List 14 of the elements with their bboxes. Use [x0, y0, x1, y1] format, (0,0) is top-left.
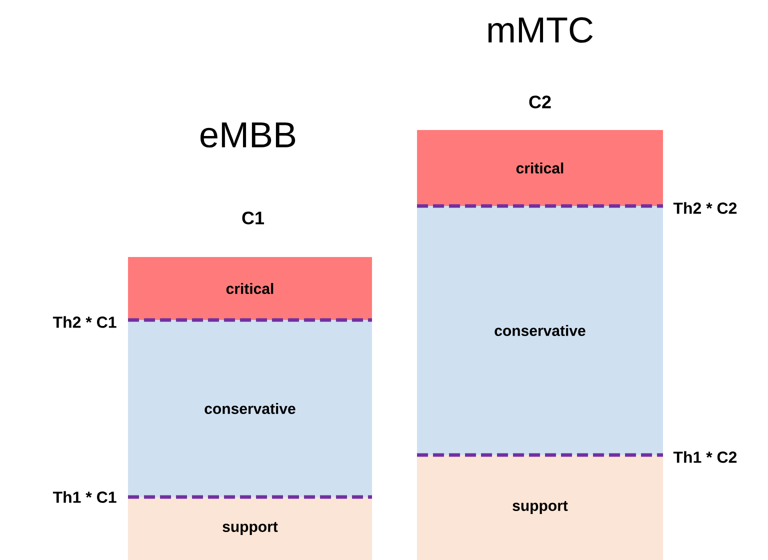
threshold-label: Th1 * C1	[52, 491, 116, 503]
band-block: support	[417, 455, 663, 560]
capacity-label: C2	[529, 96, 551, 108]
band-block: conservative	[417, 206, 663, 455]
column-title: mMTC	[488, 17, 593, 43]
threshold-label: Th2 * C2	[673, 202, 737, 214]
column-title: eMBB	[200, 122, 296, 148]
band-block: conservative	[128, 320, 372, 497]
band-block: support	[128, 497, 372, 560]
threshold-label: Th2 * C1	[52, 316, 116, 328]
capacity-label: C1	[242, 212, 264, 224]
band-block: critical	[417, 130, 663, 206]
threshold-label: Th1 * C2	[673, 451, 737, 463]
band-block: critical	[128, 257, 372, 320]
